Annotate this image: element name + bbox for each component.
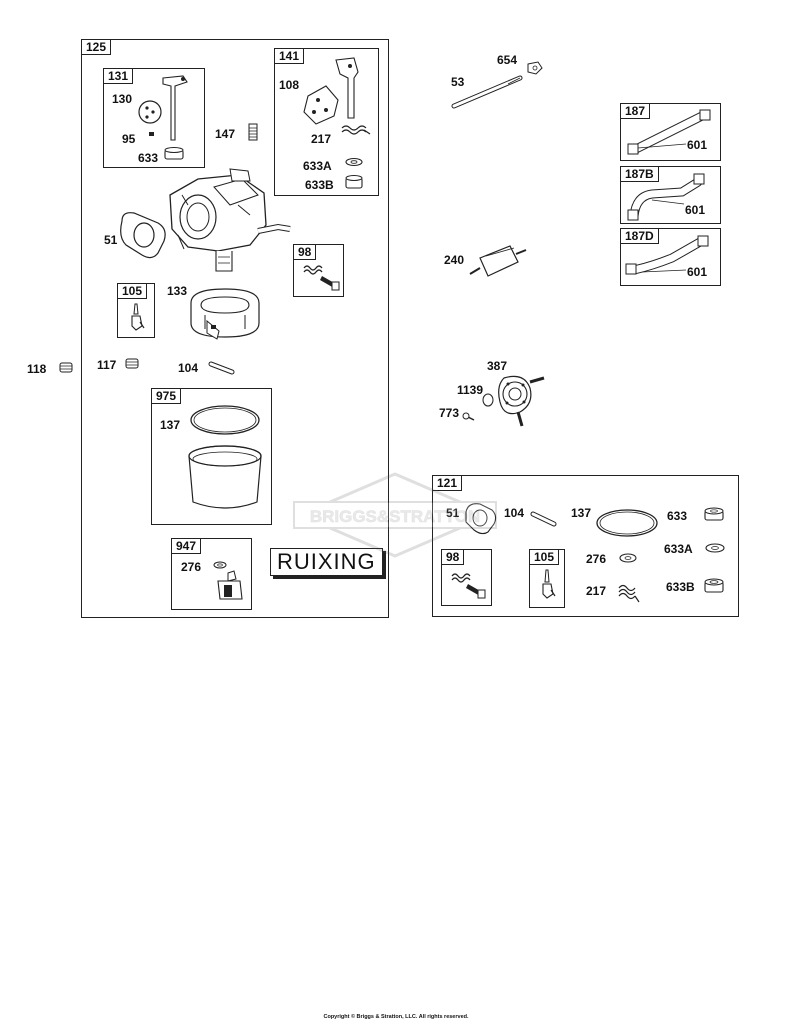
kit-121-spring-part [618, 584, 640, 603]
idle-screw-part [248, 123, 258, 141]
fuel-line-187-part [627, 109, 711, 155]
fuel-pump-part [462, 375, 545, 427]
kit-187D-box: 187D [620, 228, 721, 286]
kit-121-105-tab: 105 [529, 549, 560, 565]
part-label-95: 95 [122, 132, 136, 146]
kit-121-o-ring-part [596, 509, 658, 537]
part-label-187-601: 601 [687, 138, 708, 152]
part-label-137: 137 [160, 418, 181, 432]
kit-121-105-box: 105 [529, 549, 565, 608]
assembly-125-tab: 125 [81, 39, 112, 55]
kit-187B-box: 187B [620, 166, 721, 224]
throttle-shaft-part [138, 75, 188, 160]
kit-121-part-label-137: 137 [571, 506, 592, 520]
kit-121-part-label-104: 104 [504, 506, 525, 520]
part-label-187B-601: 601 [685, 203, 706, 217]
assembly-121-tab: 121 [432, 475, 463, 491]
kit-105-box: 105 [117, 283, 155, 338]
nut-118-part [59, 362, 73, 373]
kit-947-tab: 947 [171, 538, 202, 554]
fuel-line-187B-part [627, 173, 705, 221]
kit-121-washer-633A-part [705, 543, 725, 553]
brand-stamp: RUIXING [270, 548, 383, 576]
kit-187B-tab: 187B [620, 166, 659, 182]
kit-121-part-label-51: 51 [446, 506, 459, 520]
kit-131-box: 131 [103, 68, 205, 168]
part-label-1139: 1139 [457, 383, 484, 397]
kit-121-bushing-633B-part [704, 578, 724, 593]
kit-121-part-label-217: 217 [586, 584, 607, 598]
kit-121-bushing-633-part [704, 507, 724, 521]
part-label-240: 240 [444, 253, 465, 267]
part-label-118: 118 [27, 362, 47, 376]
part-label-104: 104 [178, 361, 199, 375]
kit-187D-tab: 187D [620, 228, 659, 244]
carburetor-body [120, 168, 291, 272]
part-label-633B: 633B [305, 178, 334, 192]
float-part [190, 288, 260, 340]
fuel-line-187D-part [625, 235, 709, 275]
kit-187-box: 187 [620, 103, 721, 161]
watermark-text: BRIGGS&STRATTON [310, 507, 480, 526]
assembly-125-box: 125 [81, 39, 389, 618]
kit-121-part-label-276: 276 [586, 552, 607, 566]
fuel-filter-part [469, 245, 527, 277]
kit-121-washer-276-part [619, 553, 637, 563]
part-label-108: 108 [279, 78, 300, 92]
kit-947-box: 947 [171, 538, 252, 610]
solenoid-part [213, 561, 243, 600]
kit-187-tab: 187 [620, 103, 651, 119]
briggs-stratton-watermark: BRIGGS&STRATTON [293, 472, 497, 558]
part-label-633A: 633A [303, 159, 332, 173]
part-label-654: 654 [497, 53, 518, 67]
part-label-133: 133 [167, 284, 188, 298]
kit-98-tab: 98 [293, 244, 317, 260]
kit-121-part-label-633: 633 [667, 509, 688, 523]
float-needle-part [131, 303, 145, 331]
kit-121-98-box: 98 [441, 549, 492, 606]
mixture-screw-part [303, 265, 340, 291]
nut-117-part [125, 358, 139, 369]
kit-121-98-tab: 98 [441, 549, 465, 565]
kit-975-box: 975 [151, 388, 272, 525]
pin-104-part [208, 361, 235, 375]
part-label-187D-601: 601 [687, 265, 708, 279]
kit-121-float-needle-part [542, 569, 556, 599]
stud-53-part [451, 61, 543, 109]
kit-141-tab: 141 [274, 48, 305, 64]
part-label-633: 633 [138, 151, 159, 165]
kit-105-tab: 105 [117, 283, 148, 299]
part-label-130: 130 [112, 92, 133, 106]
kit-121-gasket-part [465, 503, 497, 535]
part-label-51: 51 [104, 233, 118, 247]
kit-131-tab: 131 [103, 68, 134, 84]
kit-975-tab: 975 [151, 388, 182, 404]
part-label-117: 117 [97, 358, 117, 372]
kit-141-box: 141 [274, 48, 379, 196]
kit-121-mixture-screw-part [451, 573, 486, 599]
part-label-147: 147 [215, 127, 236, 141]
bowl-gasket-part [188, 405, 262, 509]
part-label-773: 773 [439, 406, 460, 420]
kit-121-pin-part [530, 511, 557, 527]
part-label-217: 217 [311, 132, 332, 146]
kit-98-box: 98 [293, 244, 344, 297]
copyright-footer: Copyright © Briggs & Stratton, LLC. All … [323, 1014, 469, 1020]
assembly-121-box: 121 [432, 475, 739, 617]
kit-121-part-label-633B: 633B [666, 580, 695, 594]
kit-121-part-label-633A: 633A [664, 542, 693, 556]
choke-kit-parts [303, 57, 371, 189]
part-label-53: 53 [451, 75, 465, 89]
part-label-276: 276 [181, 560, 202, 574]
part-label-387: 387 [487, 359, 508, 373]
